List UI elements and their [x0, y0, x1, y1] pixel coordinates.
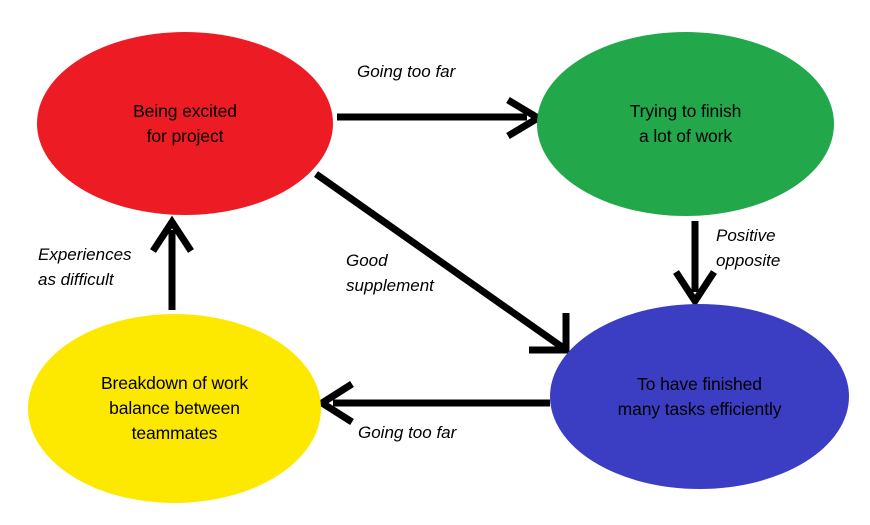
node-label: Being excited for project — [133, 100, 237, 146]
node-label: Trying to finish a lot of work — [629, 101, 742, 146]
edge-label-green-to-blue: Positive opposite — [716, 226, 781, 270]
node-being-excited-for-project[interactable]: Being excited for project — [37, 32, 333, 215]
edge-red-to-blue — [313, 171, 570, 354]
edge-green-to-blue — [673, 221, 717, 308]
node-trying-to-finish-a-lot-of-work[interactable]: Trying to finish a lot of work — [537, 32, 834, 216]
edge-label-red-to-green: Going too far — [357, 62, 456, 81]
edge-label-blue-to-yellow: Going too far — [358, 423, 457, 442]
node-label: To have finished many tasks efficiently — [617, 373, 782, 419]
edge-red-to-green — [337, 96, 545, 140]
node-to-have-finished-many-tasks-efficiently[interactable]: To have finished many tasks efficiently — [550, 304, 849, 489]
node-label: Breakdown of work balance between teamma… — [100, 373, 249, 443]
edge-yellow-to-red — [150, 215, 194, 310]
node-breakdown-of-work-balance[interactable]: Breakdown of work balance between teamma… — [28, 314, 321, 503]
edge-label-red-to-blue: Good supplement — [346, 251, 434, 295]
edge-label-yellow-to-red: Experiences as difficult — [38, 245, 132, 289]
edge-blue-to-yellow — [315, 381, 550, 425]
